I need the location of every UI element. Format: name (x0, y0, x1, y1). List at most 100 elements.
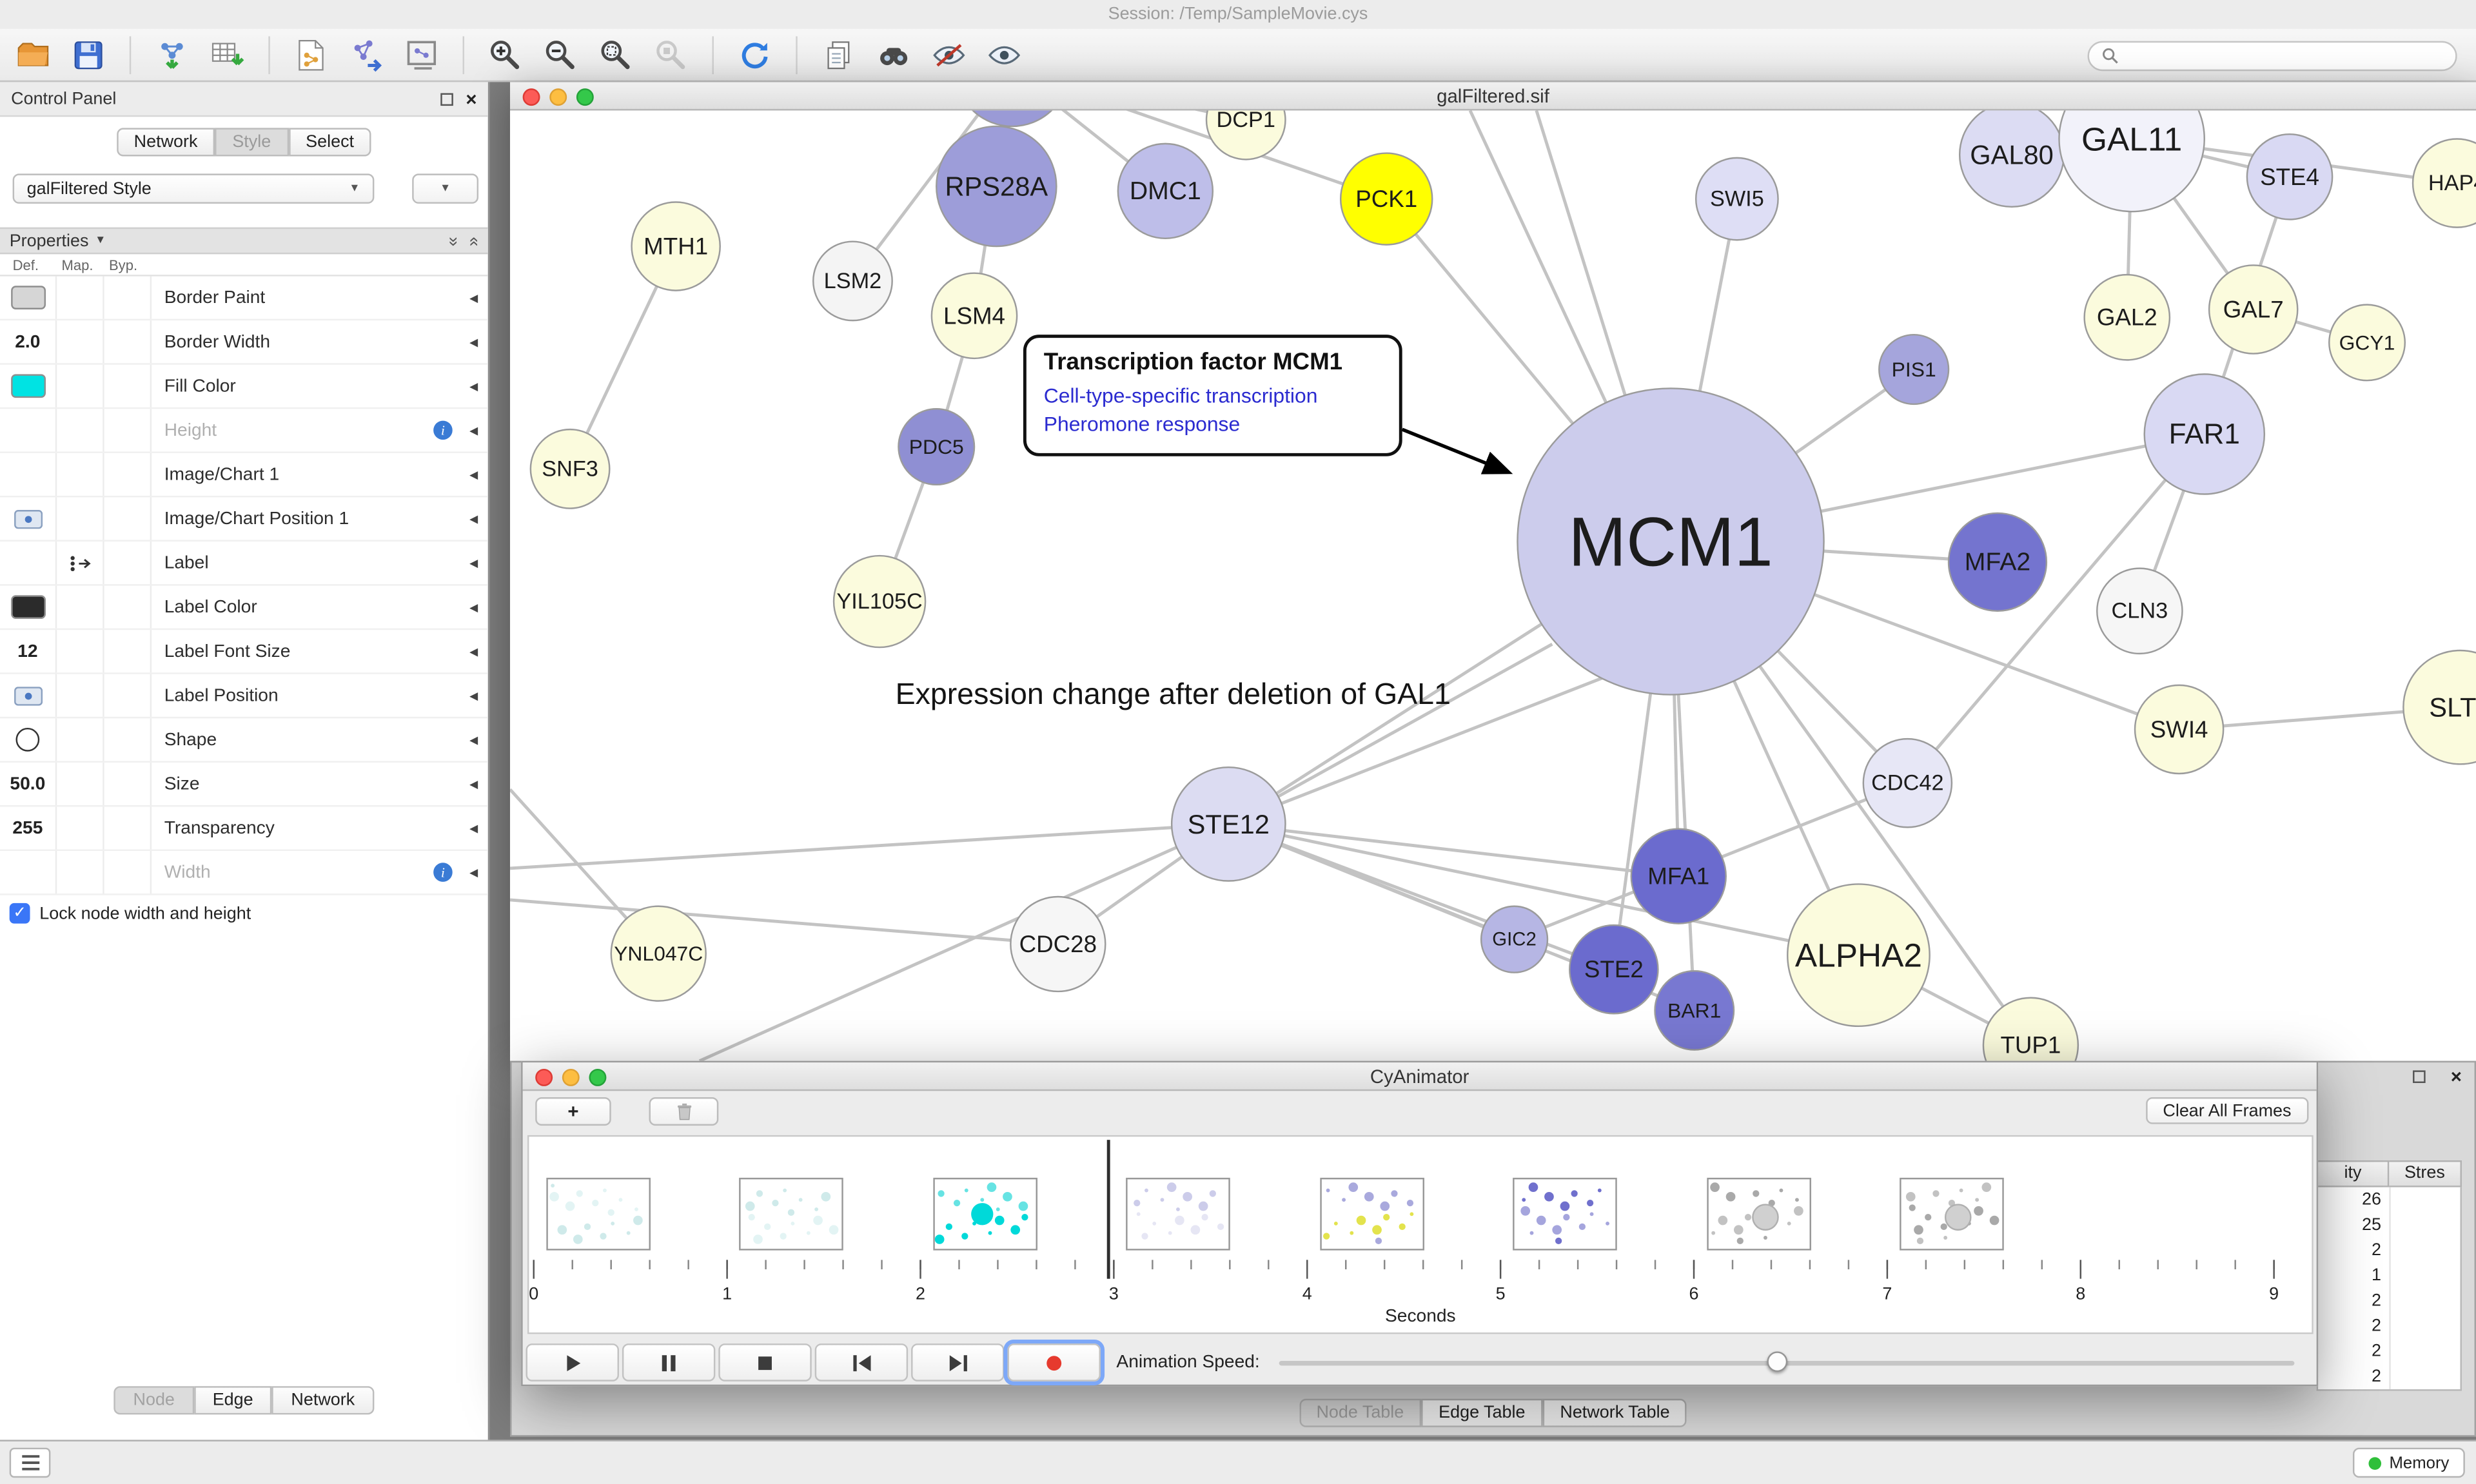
import-table-file-button[interactable] (207, 34, 248, 75)
style-property-row[interactable]: Border Paint◀ (0, 276, 488, 321)
mapping-cell[interactable] (57, 542, 104, 585)
style-options-button[interactable]: ▼ (412, 173, 479, 204)
float-panel-icon[interactable] (440, 92, 453, 105)
frame-thumbnail-6[interactable] (1707, 1177, 1811, 1251)
mapping-cell[interactable] (57, 851, 104, 894)
expand-all-icon[interactable]: » (464, 235, 484, 246)
node-MFA2[interactable] (1947, 512, 2048, 612)
tab-select[interactable]: Select (288, 128, 371, 157)
record-button[interactable] (1007, 1343, 1101, 1381)
collapse-all-icon[interactable]: » (443, 235, 463, 246)
node-STE12[interactable] (1170, 766, 1286, 882)
save-session-button[interactable] (68, 34, 109, 75)
network-frame-button[interactable] (401, 34, 442, 75)
expand-arrow-icon[interactable]: ◀ (469, 469, 478, 481)
mapping-cell[interactable] (57, 762, 104, 805)
default-cell[interactable] (0, 851, 57, 894)
bypass-cell[interactable] (104, 674, 152, 717)
style-property-row[interactable]: Label Color◀ (0, 585, 488, 630)
expand-arrow-icon[interactable]: ◀ (469, 646, 478, 658)
node-SWI4[interactable] (2134, 684, 2225, 775)
mapping-cell[interactable] (57, 453, 104, 496)
tab-node-table[interactable]: Node Table (1299, 1398, 1422, 1427)
default-value[interactable]: 255 (12, 818, 43, 838)
default-cell[interactable] (0, 409, 57, 452)
node-MCM1[interactable] (1517, 387, 1825, 696)
default-cell[interactable] (0, 497, 57, 540)
default-cell[interactable] (0, 585, 57, 629)
close-panel-icon[interactable]: × (2450, 1066, 2462, 1088)
node-GAL7[interactable] (2208, 264, 2299, 355)
node-CDC42[interactable] (1862, 737, 1953, 828)
tab-style[interactable]: Style (215, 128, 289, 157)
bypass-cell[interactable] (104, 453, 152, 496)
default-value-swatch[interactable] (10, 595, 45, 620)
bypass-cell[interactable] (104, 630, 152, 673)
expand-arrow-icon[interactable]: ◀ (469, 381, 478, 393)
expand-arrow-icon[interactable]: ◀ (469, 293, 478, 304)
expand-arrow-icon[interactable]: ◀ (469, 779, 478, 790)
mapping-cell[interactable] (57, 585, 104, 629)
frame-thumbnail-7[interactable] (1900, 1177, 2004, 1251)
table-cell[interactable]: 2 (2372, 1316, 2382, 1336)
network-edge[interactable] (851, 110, 1012, 282)
expand-arrow-icon[interactable]: ◀ (469, 514, 478, 525)
style-property-row[interactable]: Fill Color◀ (0, 364, 488, 409)
add-frame-button[interactable]: + (535, 1097, 611, 1126)
node-TUP1[interactable] (1982, 997, 2079, 1061)
default-cell[interactable] (0, 364, 57, 407)
default-cell[interactable] (0, 718, 57, 761)
first-neighbors-button[interactable] (873, 34, 914, 75)
node-LSM4[interactable] (930, 272, 1018, 360)
first-network-button[interactable] (346, 34, 387, 75)
style-property-row[interactable]: Image/Chart 1◀ (0, 453, 488, 498)
table-column-header[interactable]: ity (2316, 1160, 2390, 1187)
network-edge[interactable] (510, 898, 1059, 946)
node-LSM2[interactable] (812, 240, 893, 322)
ellipse-shape-icon[interactable] (15, 727, 40, 752)
position-icon[interactable] (13, 509, 42, 529)
node-SNF3[interactable] (529, 428, 611, 509)
minimize-window-icon[interactable] (549, 88, 567, 106)
table-cell[interactable]: 25 (2362, 1215, 2382, 1235)
bypass-cell[interactable] (104, 497, 152, 540)
frame-thumbnail-3[interactable] (1126, 1177, 1230, 1251)
frame-thumbnail-4[interactable] (1320, 1177, 1424, 1251)
mapping-cell[interactable] (57, 806, 104, 850)
zoom-window-icon[interactable] (589, 1068, 607, 1086)
slider-thumb[interactable] (1766, 1351, 1787, 1372)
expand-arrow-icon[interactable]: ◀ (469, 602, 478, 614)
timeline-playhead[interactable] (1106, 1140, 1110, 1279)
memory-button[interactable]: Memory (2353, 1447, 2465, 1478)
network-graph[interactable]: RPS28ADCP1DMC1PCK1SWI5GAL80GAL11STE4HAP4… (510, 110, 2476, 1061)
mapping-icon[interactable] (67, 553, 92, 572)
bypass-cell[interactable] (104, 320, 152, 364)
node-MFA1[interactable] (1630, 828, 1727, 924)
node-GAL11[interactable] (2058, 110, 2205, 213)
default-cell[interactable] (0, 276, 57, 319)
style-property-row[interactable]: Label Position◀ (0, 674, 488, 719)
panel-menu-button[interactable] (9, 1447, 51, 1478)
style-property-row[interactable]: Shape◀ (0, 718, 488, 763)
network-edge[interactable] (1228, 822, 1679, 878)
position-icon[interactable] (13, 686, 42, 705)
default-cell[interactable]: 12 (0, 630, 57, 673)
mapping-cell[interactable] (57, 276, 104, 319)
zoom-window-icon[interactable] (576, 88, 594, 106)
node-ALPHA2[interactable] (1787, 883, 1931, 1028)
animation-speed-slider[interactable] (1279, 1343, 2295, 1381)
step-back-button[interactable] (814, 1343, 909, 1381)
node-DMC1[interactable] (1117, 142, 1214, 240)
zoom-out-button[interactable] (540, 34, 582, 75)
tab-network-table[interactable]: Network Table (1542, 1398, 1687, 1427)
default-cell[interactable] (0, 453, 57, 496)
tab-network[interactable]: Network (116, 128, 215, 157)
tab-network-style[interactable]: Network (272, 1386, 374, 1415)
default-value[interactable]: 2.0 (15, 332, 41, 351)
mapping-cell[interactable] (57, 630, 104, 673)
default-cell[interactable]: 50.0 (0, 762, 57, 805)
table-cell[interactable]: 2 (2372, 1342, 2382, 1362)
